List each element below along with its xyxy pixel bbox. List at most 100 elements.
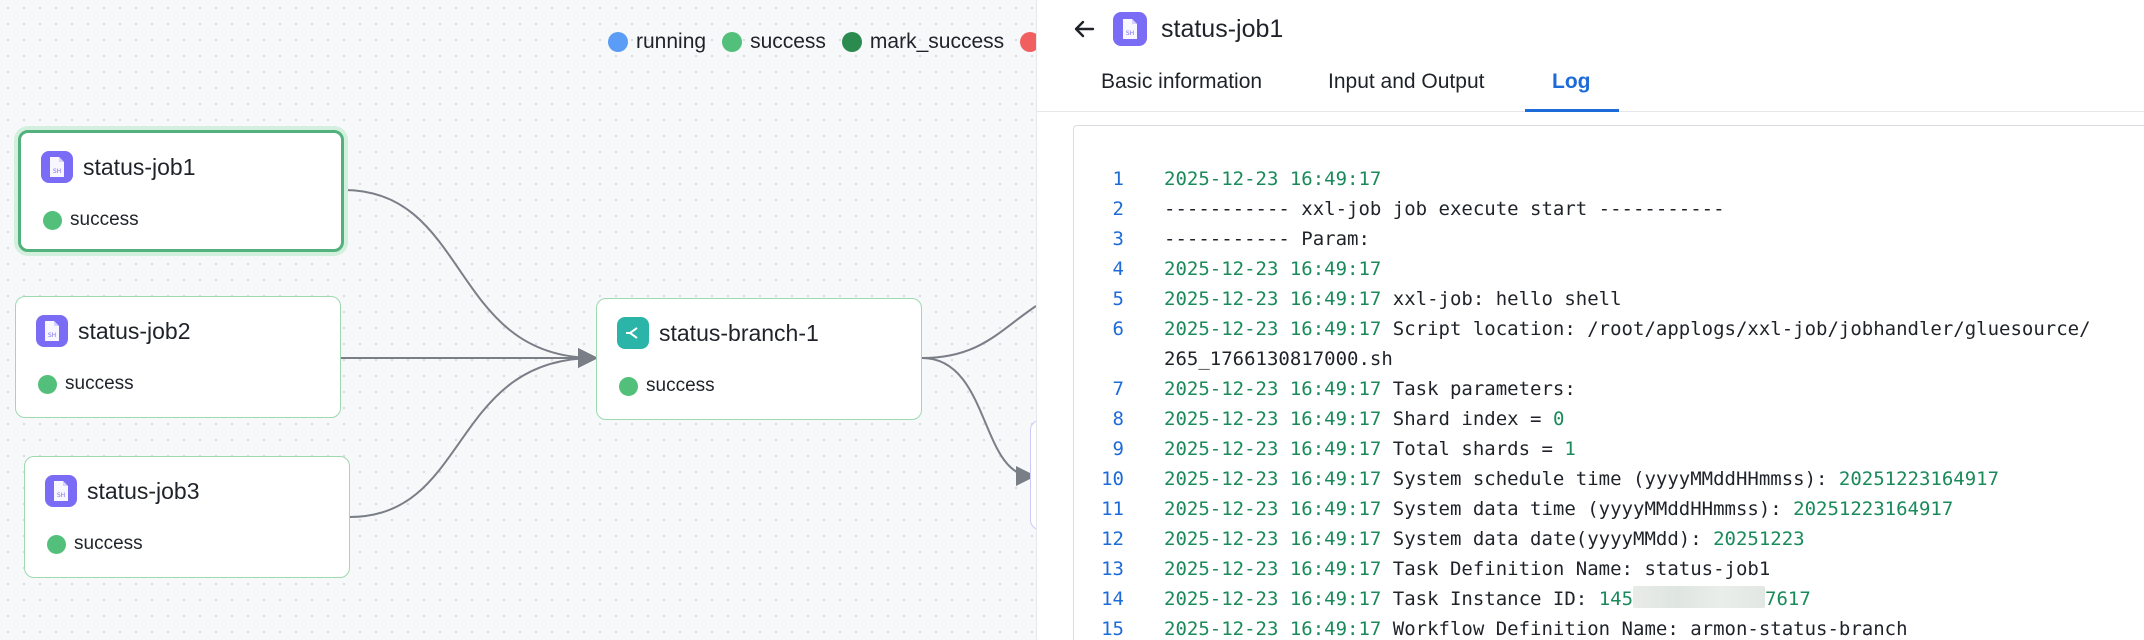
log-message: xxl-job: hello shell — [1381, 288, 1622, 310]
branch-icon — [617, 317, 649, 349]
edge-job3-branch1 — [349, 348, 598, 518]
log-line-text: 2025-12-23 16:49:17 Script location: /ro… — [1164, 314, 2091, 344]
log-message: Task Instance ID: — [1381, 588, 1599, 610]
log-timestamp: 2025-12-23 16:49:17 — [1164, 558, 1382, 580]
log-line-number: 6 — [1112, 318, 1124, 340]
log-line: 3----------- Param: — [1074, 224, 2144, 254]
task-detail-panel: SH status-job1 Basic information Input a… — [1036, 0, 2144, 640]
log-line-text: 2025-12-23 16:49:17 System data date(yyy… — [1164, 524, 1805, 554]
log-line: 13 2025-12-23 16:49:17 Task Definition Na… — [1074, 554, 2144, 584]
log-line: 10 2025-12-23 16:49:17 System schedule ti… — [1074, 464, 2144, 494]
log-line-text: ----------- Param: — [1164, 224, 1370, 254]
log-line-number: 14 — [1101, 588, 1124, 610]
log-line-text: ----------- xxl-job job execute start --… — [1164, 194, 1725, 224]
panel-tabs: Basic information Input and Output Log — [1037, 62, 2144, 112]
tab-basic-information[interactable]: Basic information — [1101, 70, 1263, 93]
log-line-number: 5 — [1112, 288, 1124, 310]
log-message: System schedule time (yyyyMMddHHmmss): — [1381, 468, 1839, 490]
log-timestamp: 2025-12-23 16:49:17 — [1164, 618, 1382, 640]
node-title: status-branch-1 — [659, 319, 819, 346]
log-line-text: 2025-12-23 16:49:17 Workflow Definition … — [1164, 614, 1908, 640]
node-status-label: success — [646, 375, 715, 396]
status-dot-success — [47, 534, 66, 554]
log-number: 0 — [1552, 408, 1565, 430]
log-message: Total shards = — [1381, 438, 1565, 460]
node-status-job2[interactable]: SH status-job2 success — [15, 296, 341, 418]
node-status-job1[interactable]: SH status-job1 success — [18, 130, 344, 252]
log-line-number: 13 — [1101, 558, 1124, 580]
status-dot-success — [619, 376, 638, 396]
edge-branch1-out-top — [921, 305, 1036, 359]
log-line-number: 1 — [1112, 168, 1124, 190]
log-message: ----------- Param: — [1164, 228, 1370, 250]
node-status: success — [47, 533, 143, 555]
back-button[interactable] — [1069, 14, 1099, 44]
shell-script-icon: SH — [36, 315, 68, 347]
svg-text:SH: SH — [48, 332, 56, 339]
log-timestamp: 2025-12-23 16:49:17 — [1164, 378, 1382, 400]
log-line-number: 15 — [1101, 618, 1124, 640]
log-line: 6 2025-12-23 16:49:17 Script location: /r… — [1074, 314, 2144, 344]
log-line-text: 2025-12-23 16:49:17 Task Definition Name… — [1164, 554, 1770, 584]
log-message: Task Definition Name: status-job1 — [1381, 558, 1771, 580]
node-title: status-job2 — [78, 317, 191, 344]
workflow-canvas[interactable]: running success mark_success SH status-j… — [0, 0, 1036, 640]
log-line-number: 2 — [1112, 198, 1124, 220]
log-line-number: 11 — [1101, 498, 1124, 520]
panel-title: status-job1 — [1161, 14, 1284, 43]
log-line-text: 2025-12-23 16:49:17 Total shards = 1 — [1164, 434, 1576, 464]
log-number: 7617 — [1765, 588, 1811, 610]
log-timestamp: 2025-12-23 16:49:17 — [1164, 438, 1382, 460]
log-line-number: 7 — [1112, 378, 1124, 400]
status-dot-success — [38, 374, 57, 394]
legend-dot-failed — [1020, 32, 1036, 52]
legend-item-mark-success: mark_success — [841, 30, 1005, 54]
node-status: success — [38, 373, 134, 395]
log-line-number: 8 — [1112, 408, 1124, 430]
log-line-text: 2025-12-23 16:49:17 System data time (yy… — [1164, 494, 1953, 524]
log-line-number: 9 — [1112, 438, 1124, 460]
legend-label: success — [750, 30, 826, 53]
log-timestamp: 2025-12-23 16:49:17 — [1164, 288, 1382, 310]
log-number: 1 — [1564, 438, 1576, 460]
log-timestamp: 2025-12-23 16:49:17 — [1164, 468, 1382, 490]
node-status-branch-1[interactable]: status-branch-1 success — [596, 298, 922, 420]
log-message: ----------- xxl-job job execute start --… — [1164, 198, 1725, 220]
log-number: 20251223164917 — [1793, 498, 1954, 520]
log-line-text: 2025-12-23 16:49:17 xxl-job: hello shell — [1164, 284, 1622, 314]
node-status-job3[interactable]: SH status-job3 success — [24, 456, 350, 578]
shell-script-icon: SH — [45, 475, 77, 507]
shell-script-icon: SH — [41, 151, 73, 183]
log-line-text: 2025-12-23 16:49:17 — [1164, 254, 1381, 284]
log-timestamp: 2025-12-23 16:49:17 — [1164, 318, 1382, 340]
legend-item-truncated — [1020, 30, 1036, 54]
log-number: 20251223164917 — [1838, 468, 2000, 490]
log-timestamp: 2025-12-23 16:49:17 — [1164, 588, 1382, 610]
log-line-number: 10 — [1101, 468, 1124, 490]
svg-text:SH: SH — [1126, 30, 1134, 37]
arrow-left-icon — [1074, 20, 1095, 38]
legend-label: mark_success — [869, 30, 1005, 53]
log-line: 11 2025-12-23 16:49:17 System data time (… — [1074, 494, 2144, 524]
panel-header: SH status-job1 — [1069, 12, 1283, 46]
tab-log[interactable]: Log — [1552, 70, 1591, 93]
svg-text:SH: SH — [57, 492, 65, 499]
edge-job1-branch1 — [343, 189, 598, 368]
log-line-text: 2025-12-23 16:49:17 Task parameters: — [1164, 374, 1576, 404]
tab-input-and-output[interactable]: Input and Output — [1328, 70, 1485, 93]
log-message: System data time (yyyyMMddHHmmss): — [1381, 498, 1794, 520]
log-message: 265_1766130817000.sh — [1164, 348, 1393, 370]
log-line-continuation: 265_1766130817000.sh — [1074, 344, 2144, 374]
node-title: status-job1 — [83, 153, 196, 180]
log-timestamp: 2025-12-23 16:49:17 — [1164, 408, 1382, 430]
status-dot-success — [43, 210, 62, 230]
log-timestamp: 2025-12-23 16:49:17 — [1164, 498, 1382, 520]
log-message: Workflow Definition Name: armon-status-b… — [1381, 618, 1908, 640]
redacted-block — [1633, 586, 1766, 608]
log-line-number-blank — [1074, 344, 1164, 374]
